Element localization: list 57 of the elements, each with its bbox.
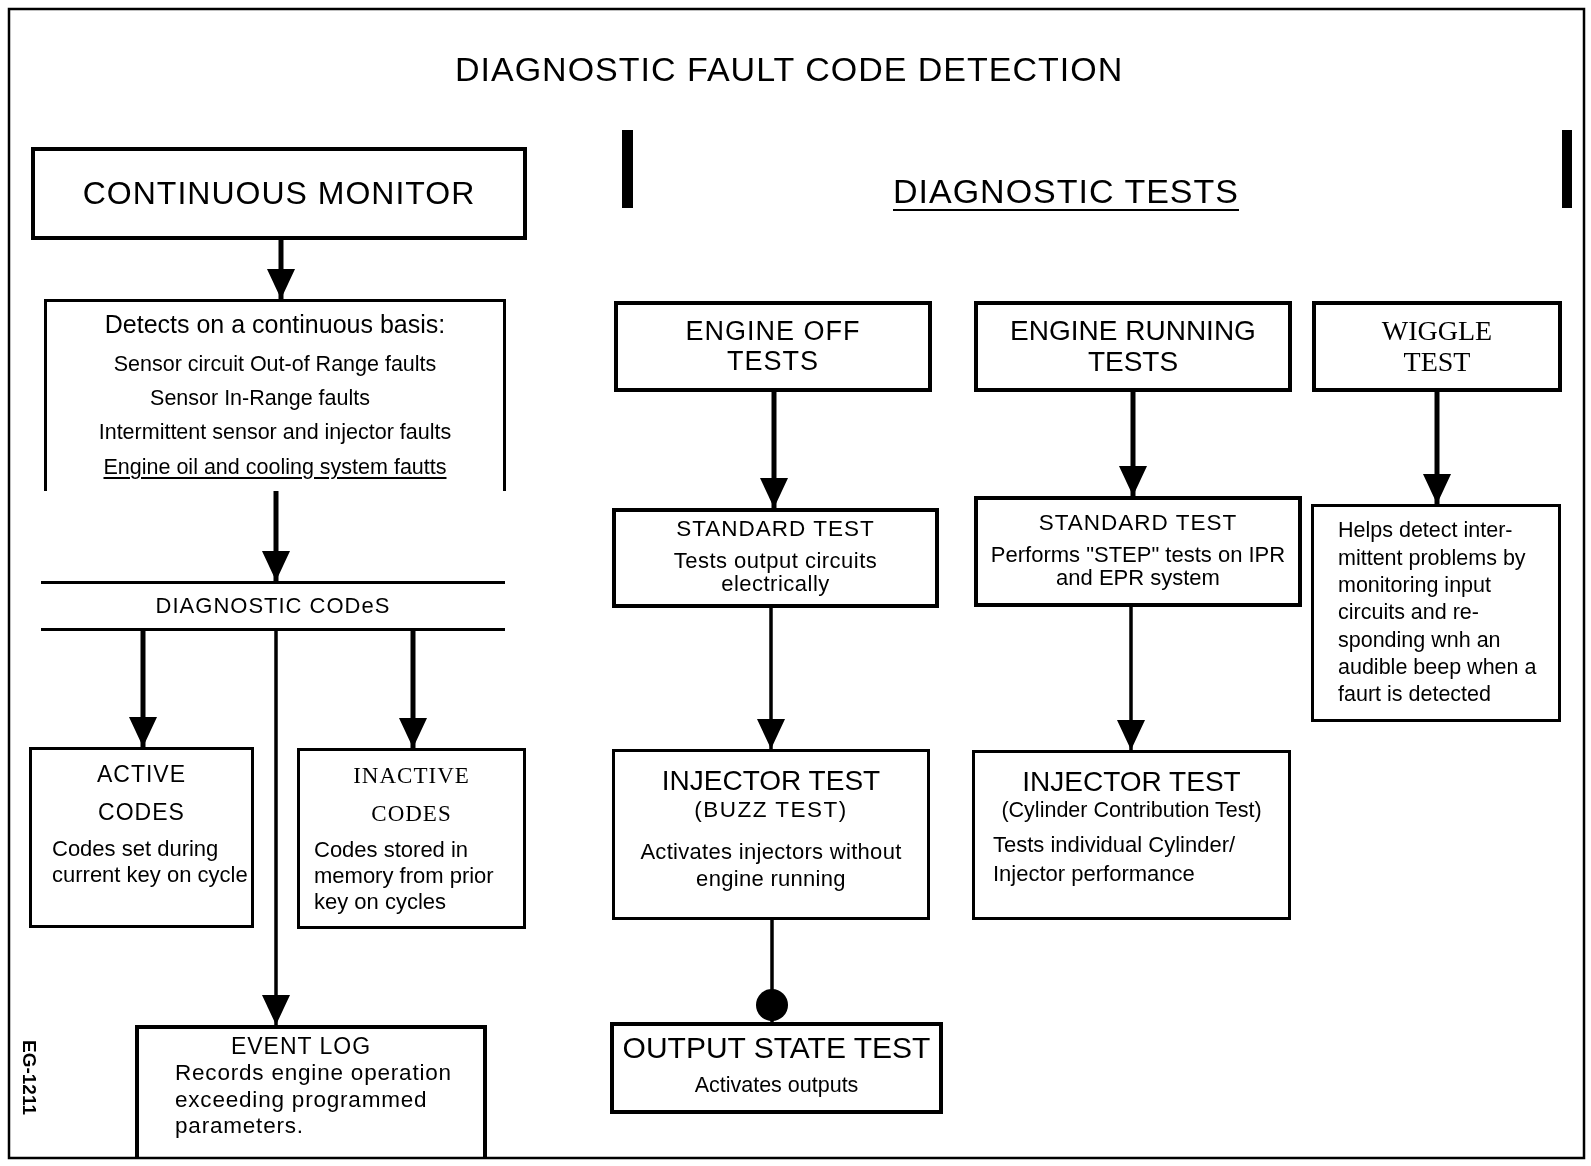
box-text: ENGINE RUNNING TESTS [1009, 315, 1257, 378]
box-text: Codes stored in memory from prior key on cycles [313, 836, 495, 915]
box-text: (BUZZ TEST) [694, 797, 848, 824]
box-text: (Cylinder Contribution Test) [1001, 798, 1262, 824]
box-heading: INJECTOR TEST [1022, 765, 1241, 799]
arrow [1117, 607, 1145, 750]
arrow [262, 491, 290, 581]
box-heading: ACTIVE CODES [95, 760, 188, 827]
box-heading: STANDARD TEST [1038, 510, 1238, 537]
box-text: Codes set during current key on cycle [51, 835, 249, 888]
code-band [41, 581, 505, 631]
process-box [610, 1022, 943, 1114]
box-text: Engine oil and cooling system fautts [103, 454, 447, 480]
box-text: Performs "STEP" tests on IPR and EPR system [989, 542, 1287, 589]
box-text: Sensor circuit Out-of Range faults [113, 351, 437, 377]
arrow [760, 392, 788, 508]
box-text: CONTINUOUS MONITOR [82, 174, 476, 213]
process-box [29, 747, 254, 928]
box-heading: STANDARD TEST [676, 516, 875, 543]
arrow [757, 608, 785, 749]
process-box [1311, 504, 1561, 722]
arrow [1423, 392, 1451, 504]
box-heading: OUTPUT STATE TEST [622, 1030, 931, 1066]
process-box [974, 496, 1302, 607]
process-box [297, 748, 526, 929]
process-box [44, 299, 506, 491]
arrow [262, 631, 290, 1025]
box-text: Records engine operation exceeding programmed parameters. [174, 1060, 453, 1140]
box-text: Activates injectors without engine running [639, 837, 903, 893]
box-text: Helps detect inter- mittent problems by monitoring input circuits and re- sponding wnh an audible beep when a faurt is detected [1337, 517, 1538, 709]
arrow [129, 631, 157, 747]
diagram-title: DIAGNOSTIC FAULT CODE DETECTION [455, 50, 1124, 89]
box-text: Activates outputs [694, 1073, 859, 1099]
process-box [972, 750, 1291, 920]
box-heading: Detects on a continuous basis: [104, 310, 446, 340]
box-text: Tests individual Cylinder/ Injector performance [992, 831, 1237, 888]
section-heading: DIAGNOSTIC TESTS [893, 172, 1239, 211]
box-text: ENGINE OFF TESTS [684, 316, 862, 377]
box-text: Sensor In-Range faults [150, 385, 370, 412]
arrow [1119, 392, 1147, 496]
process-box [135, 1025, 487, 1158]
process-box [612, 508, 939, 608]
arrow [399, 631, 427, 748]
process-box [614, 301, 932, 392]
box-heading: EVENT LOG [230, 1033, 372, 1061]
box-text: DIAGNOSTIC CODeS [155, 593, 391, 619]
process-box [1312, 301, 1562, 392]
process-box [612, 749, 930, 920]
box-heading: INJECTOR TEST [661, 764, 881, 798]
box-text: WIGGLE TEST [1380, 315, 1494, 378]
box-text: Intermittent sensor and injector faults [98, 420, 452, 446]
box-heading: INACTIVE CODES [352, 762, 471, 828]
arrow [267, 240, 295, 299]
figure-code: EG-1211 [18, 1040, 40, 1115]
box-text: Tests output circuits electrically [672, 548, 879, 595]
process-box [974, 301, 1292, 392]
process-box [31, 147, 527, 240]
